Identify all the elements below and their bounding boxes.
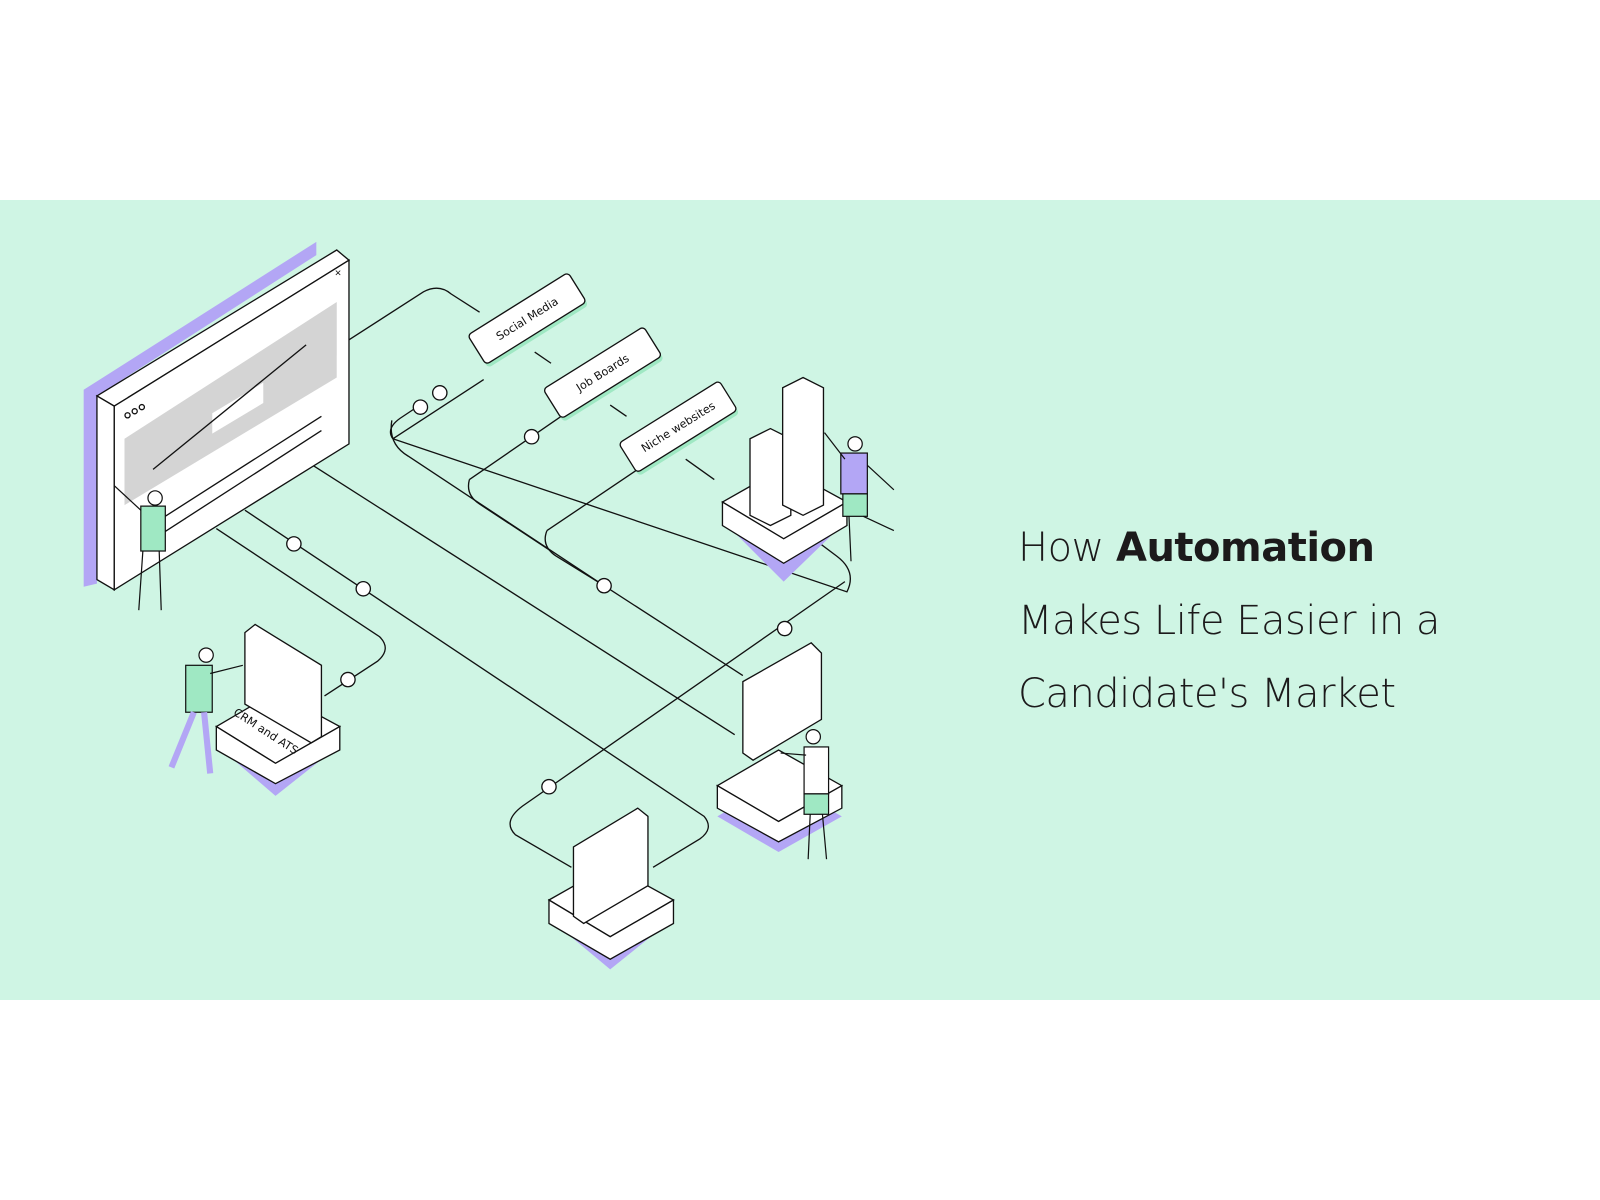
title-line-3: Candidate's Market	[1018, 671, 1396, 717]
page-title: How Automation Makes Life Easier in a Ca…	[1018, 512, 1440, 731]
person-at-chart	[824, 432, 895, 562]
analytics-platform	[721, 376, 849, 582]
window-close-icon[interactable]: ×	[335, 268, 342, 280]
browser-window	[83, 241, 351, 591]
bottom-platform	[547, 807, 675, 970]
title-line-2: Makes Life Easier in a	[1018, 598, 1440, 644]
crm-platform	[215, 623, 342, 796]
source-card-niche-websites: Niche websites	[619, 381, 739, 475]
title-prefix: How	[1018, 525, 1116, 571]
connector-nodes	[286, 385, 793, 795]
right-platform	[716, 642, 844, 853]
source-card-social-media: Social Media	[468, 273, 588, 367]
person-at-crm	[168, 647, 244, 774]
person-at-right-platform	[780, 728, 830, 860]
title-line-1: How Automation	[1018, 512, 1440, 585]
title-emphasis: Automation	[1115, 525, 1375, 571]
connector-lines	[215, 287, 851, 868]
source-card-job-boards: Job Boards	[544, 327, 663, 421]
person-at-window	[113, 485, 166, 611]
